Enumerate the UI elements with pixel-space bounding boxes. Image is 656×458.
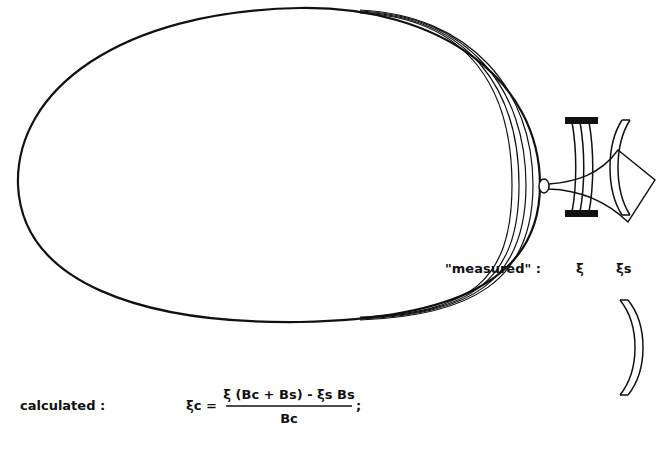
pipette-tip [539, 179, 549, 193]
wall-segment-calculated [620, 300, 643, 395]
fraction-bar [226, 405, 352, 407]
formula-denominator: Bc [280, 412, 298, 425]
wall-segment-s [610, 120, 630, 215]
cell-outline [18, 8, 540, 322]
formula-numerator: ξ (Bc + Bs) - ξs Bs [223, 388, 354, 401]
symbol-label: ξ [576, 262, 584, 275]
micropipette [549, 150, 655, 222]
wall-segment-measured [565, 117, 598, 217]
formula-term: ξc = [186, 399, 217, 412]
symbol-label: ξs [616, 262, 631, 275]
formula-punct: ; [356, 399, 361, 412]
calculated-label: calculated : [20, 399, 105, 412]
measured-label: "measured" : [445, 262, 541, 275]
